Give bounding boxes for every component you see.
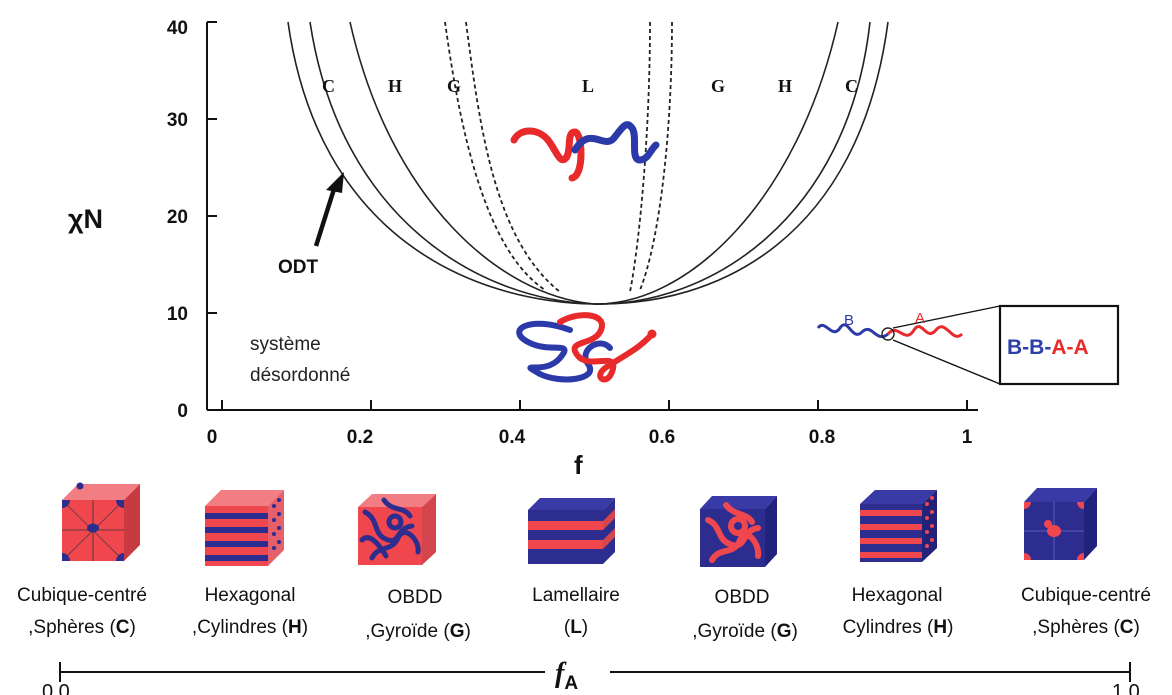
x-tick-marks — [221, 400, 968, 410]
caption-line1: Hexagonal — [205, 585, 296, 606]
x-tick-label: 0 — [207, 427, 218, 448]
x-tick-label: 0.2 — [347, 427, 373, 448]
x-tick-label: 0.8 — [809, 427, 835, 448]
caption-line2: Cylindres (H) — [843, 617, 954, 638]
right-gyroid-left-curve — [629, 21, 651, 293]
sequence-b-part: B-B- — [1007, 336, 1051, 359]
x-axis-title: f — [574, 450, 583, 480]
hex-cylinders-blue-matrix-icon — [860, 490, 937, 562]
composition-right-end: 1.0 — [1112, 681, 1140, 695]
y-tick-label: 10 — [167, 304, 188, 325]
composition-left-end: 0.0 — [42, 681, 70, 695]
composition-axis: fA 0.0 1.0 — [42, 658, 1140, 695]
gyroid-blue-matrix-icon — [700, 496, 777, 567]
y-tick-label: 0 — [177, 401, 188, 422]
region-label: H — [388, 76, 402, 96]
caption-line1: Lamellaire — [532, 585, 620, 606]
morphology-captions: Cubique-centré ,Sphères (C) Hexagonal ,C… — [17, 585, 1151, 642]
bcc-spheres-red-matrix-icon — [61, 482, 140, 562]
x-tick-label: 1 — [962, 427, 973, 448]
hex-cylinders-red-matrix-icon — [205, 490, 284, 566]
left-gyroid-left-curve — [444, 21, 546, 291]
gyroid-hex-boundary-curve — [349, 21, 839, 305]
x-tick-label: 0.6 — [649, 427, 675, 448]
y-axis-title: χN — [68, 204, 103, 234]
caption-line1: Cubique-centré — [17, 585, 147, 606]
gyroid-boundaries — [444, 21, 673, 293]
caption-line2: (L) — [564, 617, 588, 638]
bcc-spheres-blue-matrix-icon — [1024, 488, 1097, 560]
region-label: G — [447, 76, 461, 96]
x-tick-label: 0.4 — [499, 427, 526, 448]
phase-diagram-plot: 0 10 20 30 40 0 0.2 0.4 0.6 0.8 1 χN f C… — [68, 18, 1120, 480]
odt-boundary-curve — [287, 21, 889, 305]
block-a-label: A — [915, 310, 925, 327]
caption-line1: OBDD — [388, 587, 443, 608]
sequence-a-part: A-A — [1051, 336, 1088, 359]
region-label: G — [711, 76, 725, 96]
left-gyroid-right-curve — [465, 21, 561, 293]
region-label: C — [845, 76, 858, 96]
caption-line2: ,Cylindres (H) — [192, 617, 308, 638]
y-tick-label: 30 — [167, 110, 188, 131]
y-tick-marks — [207, 21, 217, 411]
phase-boundaries — [287, 21, 889, 305]
region-label: C — [322, 76, 335, 96]
block-b-label: B — [844, 312, 854, 329]
caption-line2: ,Sphères (C) — [1032, 617, 1140, 638]
caption-line1: Hexagonal — [852, 585, 943, 606]
right-gyroid-right-curve — [639, 21, 673, 291]
gyroid-red-matrix-icon — [358, 494, 436, 565]
odt-arrow — [313, 172, 344, 247]
caption-line1: Cubique-centré — [1021, 585, 1151, 606]
disordered-chain-icon — [516, 312, 657, 383]
hex-sphere-boundary-curve — [309, 21, 871, 305]
y-tick-label: 40 — [167, 18, 188, 39]
region-label: L — [582, 76, 594, 96]
caption-line1: OBDD — [715, 587, 770, 608]
diblock-chain-icon — [816, 305, 1001, 385]
caption-line2: ,Gyroïde (G) — [692, 621, 798, 642]
caption-line2: ,Gyroïde (G) — [365, 621, 471, 642]
region-label: H — [778, 76, 792, 96]
caption-line2: ,Sphères (C) — [28, 617, 136, 638]
disordered-label-line2: désordonné — [250, 365, 350, 386]
odt-label: ODT — [278, 257, 319, 278]
composition-axis-label: fA — [555, 658, 578, 694]
disordered-label-line1: système — [250, 334, 321, 355]
y-tick-label: 20 — [167, 207, 188, 228]
ordered-chain-icon — [510, 121, 660, 182]
lamellae-icon — [528, 498, 615, 564]
sequence-box — [998, 304, 1120, 386]
sequence-text: B-B-A-A — [1007, 336, 1089, 359]
